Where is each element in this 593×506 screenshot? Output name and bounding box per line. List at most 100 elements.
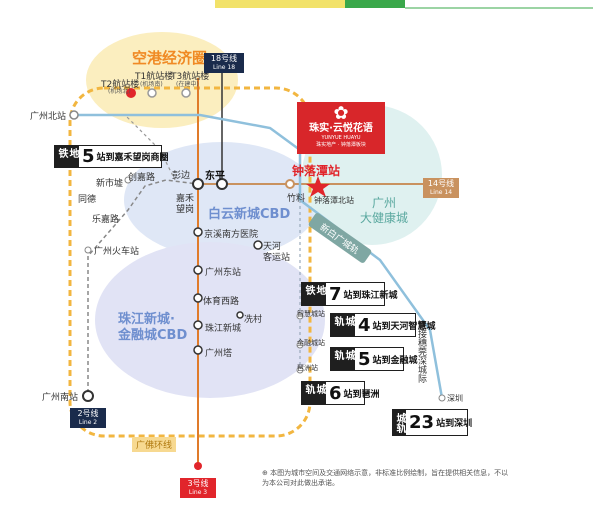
station-xinshi-dot — [124, 176, 132, 184]
travel-text: 站到天河智慧城 — [372, 321, 436, 332]
travel-box-6: 城轨 23 站到深圳 — [392, 409, 472, 436]
lizhou-label: 琶洲站 — [297, 364, 318, 372]
chuangjia-label: 创嘉路 — [128, 173, 156, 183]
line3-en: Line 3 — [188, 489, 208, 496]
station-pengbian-dot — [192, 178, 204, 190]
travel-box-1: 地铁 5 站到嘉禾望岗商圈 — [54, 145, 169, 168]
intercity-rail-track — [74, 113, 444, 399]
disclaimer-text: 本图为城市空间及交通网络示意，非标准比例绘制，旨在提供相关信息，不以为本公司对此… — [262, 469, 509, 487]
travel-num: 4 — [358, 314, 371, 336]
gz-north-label: 广州北站 — [30, 112, 67, 122]
jingxi-label: 京溪南方医院 — [204, 230, 259, 240]
line18-name: 18号线 — [210, 54, 238, 63]
baiyun-cbd-bubble — [124, 142, 320, 258]
guangfo-ring-label: 广佛环线 — [132, 437, 177, 452]
station-gz-south-dot — [82, 390, 94, 402]
jiahe-label: 嘉禾 望岗 — [176, 194, 195, 215]
line2-track — [87, 179, 199, 400]
line2-name: 2号线 — [77, 409, 99, 418]
station-t2-dot — [126, 88, 136, 98]
disclaimer: ⊕ 本图为城市空间及交通网络示意，非标准比例绘制，旨在提供相关信息，不以为本公司… — [262, 468, 512, 488]
station-tower-dot — [193, 345, 203, 355]
gz-south-label: 广州南站 — [42, 393, 79, 403]
travel-num: 5 — [82, 146, 95, 167]
station-tianhe-bus-dot — [253, 240, 263, 250]
t2-label: T2航站楼 — [101, 80, 140, 90]
station-shenzhen-dot — [438, 394, 446, 402]
t2-note: (机场北) — [108, 88, 131, 95]
station-xiancun-dot — [236, 311, 244, 319]
xinbaiguang-label-bg — [308, 213, 372, 263]
station-t3-dot — [181, 88, 191, 98]
project-tagline: 珠实地产 · 钟落潭板块 — [316, 142, 366, 148]
travel-num: 7 — [329, 283, 342, 305]
line3-name: 3号线 — [187, 479, 209, 488]
station-finance-dot — [296, 341, 304, 349]
zhujiang-label: 珠江新城 — [205, 324, 242, 334]
project-logo: ✿ 珠实·云悦花语 YUNYUE HUAYU 珠实地产 · 钟落潭板块 — [297, 102, 385, 154]
zhujiang-cbd-bubble — [95, 242, 325, 398]
header-green-bar — [345, 0, 405, 8]
travel-tag: 城轨 — [393, 410, 406, 435]
travel-tag: 城轨 — [331, 348, 355, 370]
travel-box-3: 城轨 4 站到天河智慧城 — [330, 313, 436, 337]
airport-zone-label: 空港经济圈 — [132, 49, 208, 67]
finance-label: 金融城站 — [297, 339, 325, 347]
pengbian-label: 彭边 — [172, 171, 191, 181]
station-zhujiang-dot — [193, 320, 203, 330]
tiyu-label: 体育西路 — [203, 297, 240, 307]
dongping-label: 东平 — [205, 171, 225, 182]
t1-label: T1航站楼 — [135, 72, 174, 82]
guangfo-ring-line — [68, 86, 312, 438]
smart-city-label: 智慧城站 — [297, 310, 325, 318]
header-yellow-bar — [215, 0, 345, 8]
travel-text: 站到琶洲 — [343, 389, 380, 400]
station-gz-east-dot — [193, 265, 203, 275]
tianhe-bus-label: 天河 客运站 — [263, 242, 291, 263]
tower-label: 广州塔 — [205, 349, 233, 359]
travel-num: 6 — [329, 382, 342, 404]
lejia-label: 乐嘉路 — [92, 215, 120, 225]
t1-note: (机场南) — [140, 81, 163, 88]
health-city-label: 广州 大健康城 — [360, 196, 409, 225]
travel-tag: 地铁 — [55, 146, 79, 167]
station-gz-north-dot — [69, 110, 79, 120]
zhujiang-cbd-label: 珠江新城· 金融城CBD — [118, 312, 188, 343]
shenzhen-label: 深圳 — [447, 394, 463, 403]
station-lizhou-dot — [296, 366, 304, 374]
line2-en: Line 2 — [78, 419, 98, 426]
station-t1-dot — [147, 88, 157, 98]
travel-box-5: 城轨 6 站到琶洲 — [301, 381, 380, 405]
project-name: 珠实·云悦花语 — [309, 123, 373, 134]
airport-zone-bubble — [86, 32, 238, 128]
t3-note: (在建中) — [176, 81, 199, 88]
intercity-connector-label: 连接穗莞深城际 — [416, 320, 426, 383]
travel-num: 5 — [358, 348, 371, 370]
travel-box-4: 城轨 5 站到金融城 — [330, 347, 418, 371]
t3-label: T3航站楼 — [171, 72, 210, 82]
station-smart-dot — [296, 312, 304, 320]
station-zhuliao-dot — [285, 179, 295, 189]
gz-railway-label: 广州火车站 — [94, 247, 140, 257]
zhuliao-label: 竹料 — [287, 194, 306, 204]
xinshi-label: 新市墟 — [96, 179, 124, 189]
travel-text: 站到嘉禾望岗商圈 — [96, 153, 169, 163]
line14-name: 14号线 — [427, 179, 455, 188]
line14-en: Line 14 — [429, 189, 453, 196]
travel-box-2: 地铁 7 站到珠江新城 — [301, 282, 398, 306]
line18-en: Line 18 — [212, 64, 236, 71]
station-tiyu-dot — [193, 293, 203, 303]
travel-tag: 城轨 — [302, 382, 326, 404]
station-dongping-dot — [216, 178, 228, 190]
travel-text: 站到珠江新城 — [343, 290, 398, 301]
baiyun-cbd-label: 白云新城CBD — [208, 207, 291, 222]
station-jingxi-dot — [193, 227, 203, 237]
flower-icon: ✿ — [333, 103, 349, 124]
zhongluotan-label: 钟落潭站 — [292, 164, 341, 178]
travel-text: 站到金融城 — [372, 355, 418, 366]
